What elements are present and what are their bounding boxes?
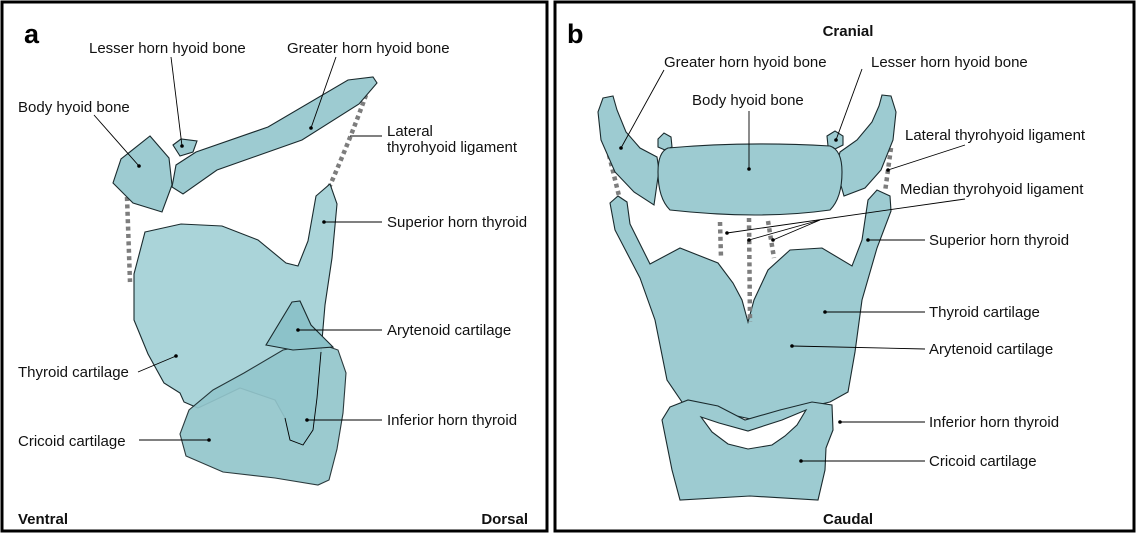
label-lesser-horn-a: Lesser horn hyoid bone bbox=[89, 40, 246, 57]
label-greater-horn-a: Greater horn hyoid bone bbox=[287, 40, 450, 57]
dot-inferior-horn-a bbox=[305, 418, 309, 422]
dot-thyroid-a bbox=[174, 354, 178, 358]
orientation-caudal: Caudal bbox=[823, 511, 873, 528]
label-superior-horn-a: Superior horn thyroid bbox=[387, 214, 527, 231]
dot-cricoid-b bbox=[799, 459, 803, 463]
panel-a-letter: a bbox=[24, 19, 40, 49]
dot-greater-horn-b bbox=[619, 146, 623, 150]
dot-arytenoid-a bbox=[296, 328, 300, 332]
label-inferior-horn-a: Inferior horn thyroid bbox=[387, 412, 517, 429]
dot-median-ligament-b-1 bbox=[725, 231, 729, 235]
label-lateral-ligament-b: Lateral thyrohyoid ligament bbox=[905, 127, 1086, 144]
label-thyroid-b: Thyroid cartilage bbox=[929, 304, 1040, 321]
panel-a: a Body hy bbox=[2, 2, 547, 531]
label-arytenoid-b: Arytenoid cartilage bbox=[929, 341, 1053, 358]
label-thyroid-a: Thyroid cartilage bbox=[18, 364, 129, 381]
label-median-ligament-b: Median thyrohyoid ligament bbox=[900, 181, 1084, 198]
label-lateral-ligament-a-1: Lateral bbox=[387, 123, 433, 140]
dot-superior-horn-b bbox=[866, 238, 870, 242]
dot-thyroid-b bbox=[823, 310, 827, 314]
hyoid-body-shape-b bbox=[658, 144, 842, 215]
label-lesser-horn-b: Lesser horn hyoid bone bbox=[871, 54, 1028, 71]
label-lateral-ligament-a-2: thyrohyoid ligament bbox=[387, 139, 518, 156]
orientation-dorsal: Dorsal bbox=[481, 511, 528, 528]
dot-arytenoid-b bbox=[790, 344, 794, 348]
dot-superior-horn-a bbox=[322, 220, 326, 224]
label-arytenoid-a: Arytenoid cartilage bbox=[387, 322, 511, 339]
dot-greater-horn-a bbox=[309, 126, 313, 130]
dot-body-hyoid-a bbox=[137, 164, 141, 168]
label-body-hyoid-b: Body hyoid bone bbox=[692, 92, 804, 109]
label-inferior-horn-b: Inferior horn thyroid bbox=[929, 414, 1059, 431]
dot-median-ligament-b-2 bbox=[747, 238, 751, 242]
panel-b-letter: b bbox=[567, 19, 584, 49]
panel-b: b Cranial Caudal bbox=[555, 2, 1134, 531]
label-cricoid-a: Cricoid cartilage bbox=[18, 433, 126, 450]
dot-median-ligament-b-3 bbox=[771, 238, 775, 242]
label-greater-horn-b: Greater horn hyoid bone bbox=[664, 54, 827, 71]
label-cricoid-b: Cricoid cartilage bbox=[929, 453, 1037, 470]
label-superior-horn-b: Superior horn thyroid bbox=[929, 232, 1069, 249]
dot-inferior-horn-b bbox=[838, 420, 842, 424]
label-body-hyoid-a: Body hyoid bone bbox=[18, 99, 130, 116]
dot-cricoid-a bbox=[207, 438, 211, 442]
dot-lateral-ligament-b bbox=[886, 168, 890, 172]
dot-lesser-horn-b bbox=[834, 138, 838, 142]
dot-lesser-horn-a bbox=[180, 144, 184, 148]
orientation-ventral: Ventral bbox=[18, 511, 68, 528]
dot-body-hyoid-b bbox=[747, 167, 751, 171]
orientation-cranial: Cranial bbox=[823, 23, 874, 40]
